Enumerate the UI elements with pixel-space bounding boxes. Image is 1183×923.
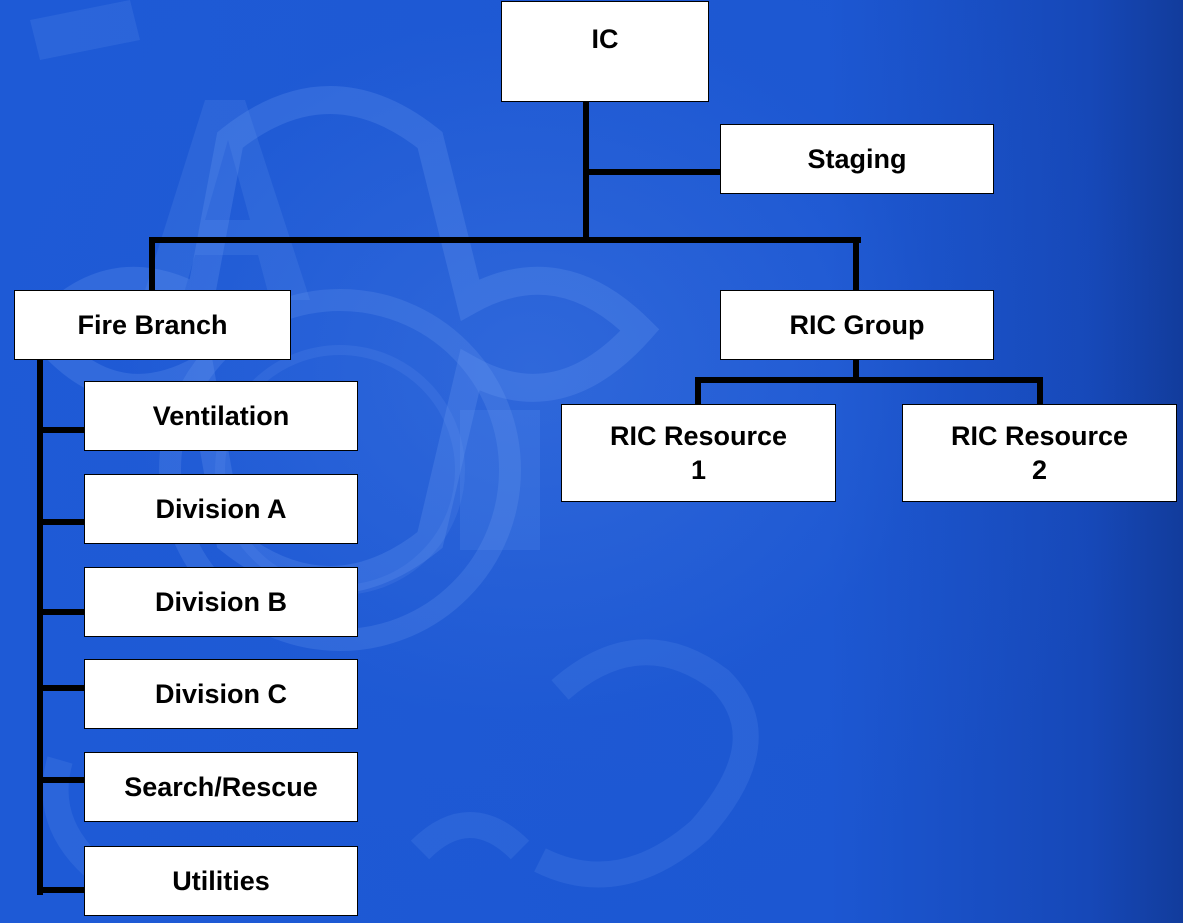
node-ric-resource-1: RIC Resource 1 (561, 404, 836, 502)
node-staging: Staging (720, 124, 994, 194)
node-search-rescue: Search/Rescue (84, 752, 358, 822)
node-ric-group: RIC Group (720, 290, 994, 360)
node-division-b: Division B (84, 567, 358, 637)
node-utilities: Utilities (84, 846, 358, 916)
node-division-c: Division C (84, 659, 358, 729)
node-ric-resource-2: RIC Resource 2 (902, 404, 1177, 502)
node-division-a: Division A (84, 474, 358, 544)
node-ventilation: Ventilation (84, 381, 358, 451)
node-fire-branch: Fire Branch (14, 290, 291, 360)
node-ic: IC (501, 1, 709, 102)
